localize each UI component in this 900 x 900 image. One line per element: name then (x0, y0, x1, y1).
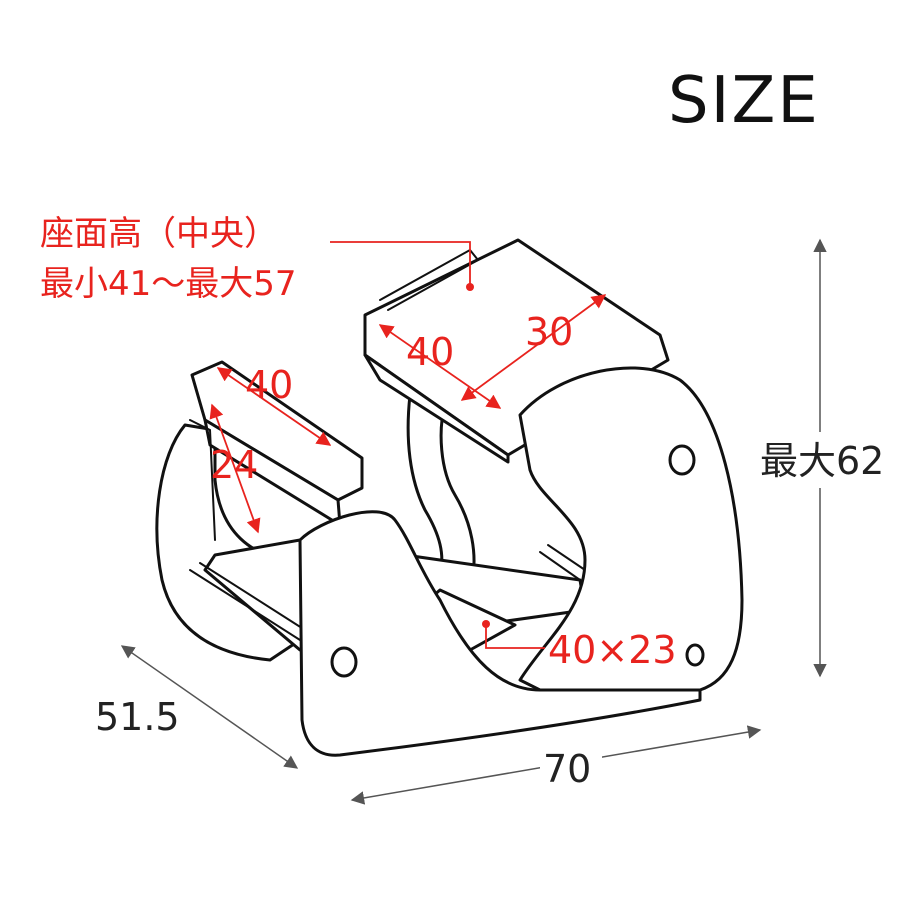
seat-height-label: 座面高（中央） (40, 214, 278, 254)
width-label-bg (540, 742, 602, 788)
size-title: SIZE (668, 64, 820, 138)
seat-height-range: 最小41～最大57 (40, 264, 297, 304)
height-label: 最大62 (760, 439, 884, 483)
seat-width-line (460, 294, 607, 401)
rod-left-2 (199, 562, 306, 631)
knee-pad-depth-label: 24 (210, 443, 258, 487)
knee-pad-depth-line (209, 403, 261, 534)
height-label-bg (758, 432, 888, 488)
knob-icon (330, 444, 705, 678)
front-left-panel (298, 510, 702, 757)
rod-right-2 (547, 544, 589, 573)
seat-height-leader (330, 241, 471, 285)
foot-plate-label: 40×23 (548, 628, 677, 672)
seat-center-dot (466, 283, 474, 291)
foot-plate-leader (485, 624, 545, 649)
rod-left (189, 569, 301, 641)
seat-height-annotation: 座面高（中央） 最小41～最大57 (40, 214, 474, 304)
seat-depth-label: 40 (406, 330, 454, 374)
seat-bracket (379, 248, 480, 311)
width-label: 70 (543, 747, 591, 791)
knee-pad-width-line (216, 367, 332, 446)
depth-label: 51.5 (95, 695, 180, 739)
knee-pad-width-label: 40 (245, 363, 293, 407)
rod-right (539, 551, 581, 581)
depth-dimension-line (120, 645, 299, 769)
seat-width-label: 30 (525, 310, 573, 354)
